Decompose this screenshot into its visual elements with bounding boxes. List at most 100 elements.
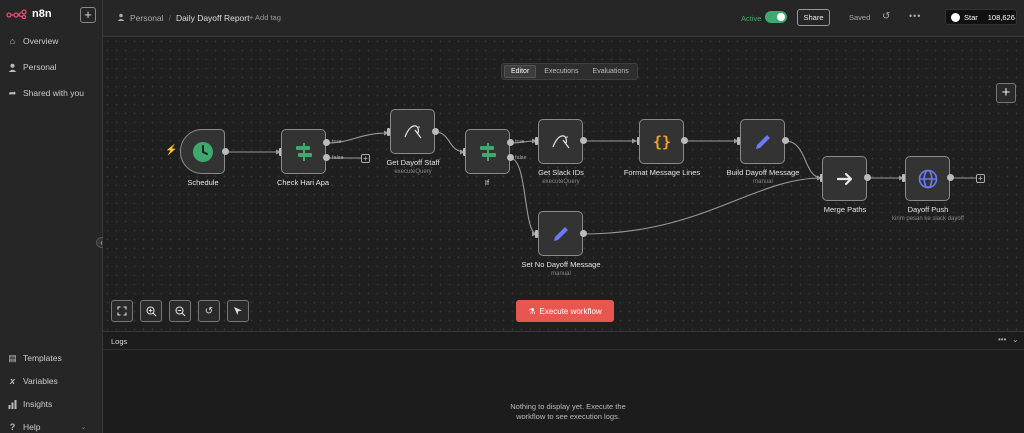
share-button[interactable]: Share (797, 9, 830, 26)
sidebar-item-personal[interactable]: Personal (8, 62, 57, 72)
input-handle[interactable] (902, 174, 905, 182)
brand-logo[interactable]: n8n (6, 8, 52, 20)
node-subtitle: executeQuery (394, 169, 432, 175)
add-tag-button[interactable]: + Add tag (249, 13, 281, 22)
n8n-logo-icon (6, 9, 27, 19)
input-handle[interactable] (820, 174, 823, 182)
sidebar-item-insights[interactable]: Insights (8, 399, 52, 409)
sidebar-item-label: Variables (23, 376, 58, 386)
input-handle[interactable] (535, 230, 538, 238)
sidebar-item-label: Personal (23, 62, 57, 72)
input-handle[interactable] (387, 128, 390, 136)
add-node-button[interactable]: + (996, 83, 1016, 103)
execute-workflow-button[interactable]: ⚗ Execute workflow (516, 300, 614, 322)
node-label: Check Hari Apa (276, 178, 330, 187)
logs-more-icon[interactable]: ••• (998, 335, 1007, 344)
globe-icon (918, 169, 937, 188)
tab-executions[interactable]: Executions (544, 68, 579, 75)
logs-header[interactable]: Logs ••• ⌄ (103, 332, 1024, 350)
node-if[interactable] (465, 129, 510, 174)
tab-editor[interactable]: Editor (504, 65, 537, 78)
github-star-button[interactable]: Star 108,626 (945, 9, 1017, 25)
output-handle[interactable] (580, 230, 587, 237)
clock-icon (192, 141, 213, 162)
add-next-node-plus-button[interactable]: + (976, 174, 985, 183)
node-schedule[interactable] (180, 129, 225, 174)
sidebar-item-help[interactable]: ? Help ⌄ (8, 422, 87, 432)
pencil-icon (755, 134, 770, 149)
github-star-label: Star (964, 12, 978, 22)
node-merge-paths[interactable] (822, 156, 867, 201)
templates-icon: ▤ (8, 352, 17, 363)
sidebar-item-variables[interactable]: x Variables (8, 376, 58, 386)
branch-label-false: false (515, 155, 527, 161)
sidebar-item-templates[interactable]: ▤ Templates (8, 352, 62, 364)
svg-text:{}: {} (652, 133, 670, 151)
node-label: Dayoff Push (907, 205, 949, 214)
sidebar-item-label: Templates (23, 353, 62, 363)
sidebar-item-label: Shared with you (23, 88, 84, 98)
input-handle[interactable] (463, 148, 466, 156)
output-handle-false[interactable] (507, 154, 514, 161)
brand-name: n8n (32, 8, 52, 20)
sidebar-item-label: Overview (23, 36, 59, 46)
share-icon: ➦ (8, 87, 17, 98)
node-get-dayoff-staff[interactable] (390, 109, 435, 154)
active-label: Active (741, 14, 762, 23)
breadcrumb-separator: / (168, 13, 171, 23)
workflow-canvas[interactable]: Editor Executions Evaluations + (103, 37, 1024, 331)
logs-panel: Logs ••• ⌄ Nothing to display yet. Execu… (103, 331, 1024, 433)
output-handle-false[interactable] (323, 154, 330, 161)
node-subtitle: kirim pesan ke slack dayoff (892, 216, 964, 222)
node-label: Format Message Lines (623, 168, 701, 177)
breadcrumb-project[interactable]: Personal (130, 13, 164, 23)
workflow-name[interactable]: Daily Dayoff Report (175, 13, 250, 23)
node-set-no-dayoff-message[interactable] (538, 211, 583, 256)
help-icon: ? (9, 422, 16, 432)
saved-status: Saved (849, 13, 871, 22)
pencil-icon (553, 226, 568, 241)
output-handle[interactable] (681, 137, 688, 144)
input-handle[interactable] (737, 137, 740, 145)
add-branch-plus-button[interactable]: + (361, 154, 370, 163)
chevron-down-icon[interactable]: ⌄ (1012, 335, 1019, 344)
node-build-dayoff-message[interactable] (740, 119, 785, 164)
chevron-down-icon: ⌄ (80, 424, 87, 431)
history-icon[interactable]: ↺ (882, 11, 891, 22)
arrow-right-icon (836, 172, 852, 185)
zoom-out-button[interactable] (169, 300, 191, 322)
active-toggle[interactable] (765, 11, 787, 23)
output-handle[interactable] (432, 128, 439, 135)
input-handle[interactable] (637, 137, 640, 145)
node-dayoff-push[interactable] (905, 156, 950, 201)
branch-label-true: true (332, 139, 342, 145)
node-subtitle: manual (753, 179, 773, 185)
node-get-slack-ids[interactable] (538, 119, 583, 164)
output-handle[interactable] (947, 174, 954, 181)
input-handle[interactable] (279, 148, 282, 156)
zoom-in-button[interactable] (140, 300, 162, 322)
node-format-message-lines[interactable]: {} (639, 119, 684, 164)
output-handle[interactable] (864, 174, 871, 181)
select-tool-button[interactable] (227, 300, 249, 322)
sidebar-item-shared-with-you[interactable]: ➦ Shared with you (8, 87, 84, 99)
input-handle[interactable] (535, 137, 538, 145)
tab-evaluations[interactable]: Evaluations (592, 68, 629, 75)
more-options-icon[interactable]: ••• (909, 11, 922, 21)
output-handle-true[interactable] (323, 139, 330, 146)
fit-view-button[interactable] (111, 300, 133, 322)
sidebar-item-overview[interactable]: ⌂ Overview (8, 36, 59, 46)
output-handle[interactable] (580, 137, 587, 144)
output-handle[interactable] (222, 148, 229, 155)
user-icon (8, 63, 17, 72)
zoom-out-icon (174, 305, 185, 316)
sidebar: n8n + ⌂ Overview Personal ➦ Shared with … (0, 0, 107, 433)
flask-icon: ⚗ (528, 306, 536, 316)
connection-nodayoff-merge (582, 177, 823, 235)
output-handle-true[interactable] (507, 139, 514, 146)
create-plus-button[interactable]: + (80, 7, 96, 23)
reset-zoom-button[interactable]: ↺ (198, 300, 220, 322)
node-check-hari-apa[interactable] (281, 129, 326, 174)
output-handle[interactable] (782, 137, 789, 144)
node-label: Merge Paths (823, 205, 867, 214)
